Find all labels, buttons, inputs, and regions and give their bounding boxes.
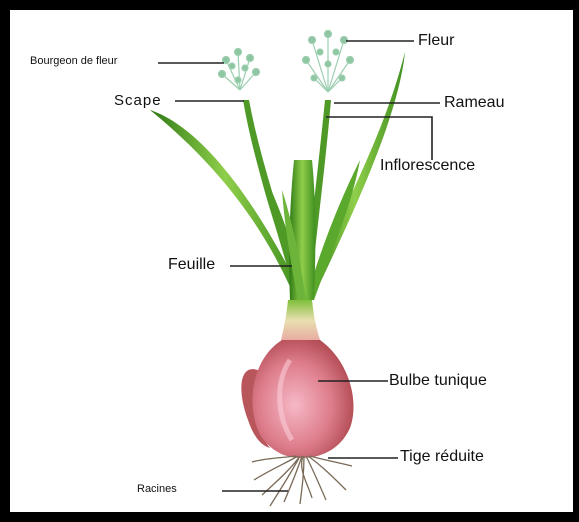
label-racines: Racines: [137, 483, 177, 495]
label-fleur: Fleur: [418, 32, 454, 50]
bulb: [241, 300, 353, 458]
bulb-body: [252, 340, 353, 458]
flower-head-right: [303, 31, 354, 93]
label-feuille: Feuille: [168, 256, 215, 274]
label-bourgeon-de-fleur: Bourgeon de fleur: [30, 55, 117, 67]
label-rameau: Rameau: [444, 94, 504, 112]
label-inflorescence: Inflorescence: [380, 157, 475, 175]
label-tige-reduite: Tige réduite: [400, 448, 484, 466]
label-scape: Scape: [114, 92, 162, 109]
roots: [252, 456, 352, 506]
flower-bud-left: [219, 49, 260, 91]
bulb-neck: [280, 300, 322, 345]
label-bulbe-tunique: Bulbe tunique: [389, 372, 487, 390]
